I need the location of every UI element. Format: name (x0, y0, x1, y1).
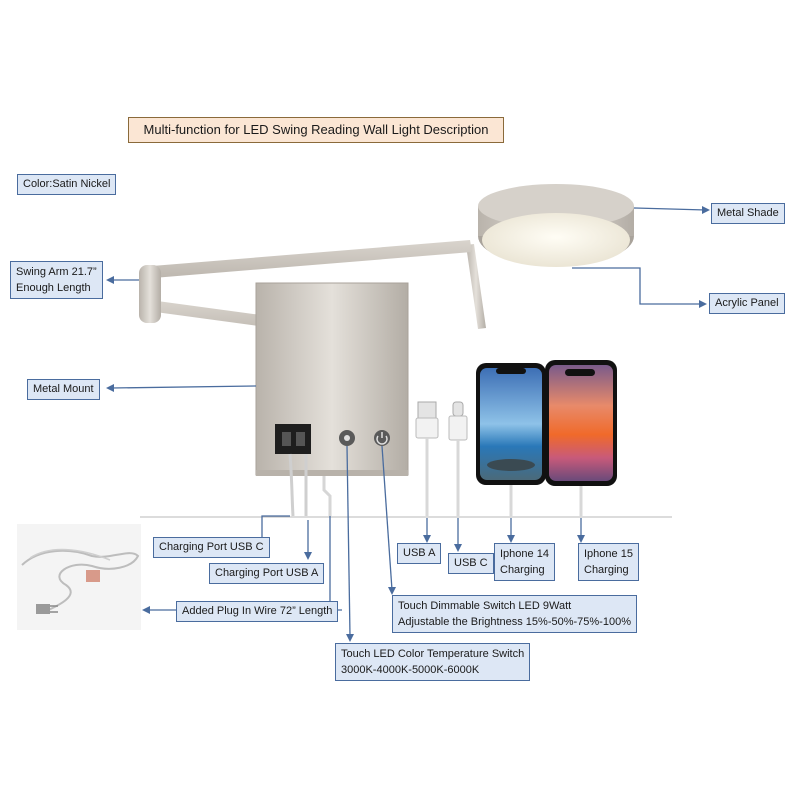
dimmer-switch-label: Touch Dimmable Switch LED 9Watt Adjustab… (392, 595, 637, 633)
metal-mount-label: Metal Mount (27, 379, 100, 400)
dimmer-switch-label-line2: Adjustable the Brightness 15%-50%-75%-10… (398, 616, 631, 628)
plug-wire-label: Added Plug In Wire 72” Length (176, 601, 339, 622)
usb-a-port-label: Charging Port USB A (209, 563, 325, 584)
swing-arm-label-line2: Enough Length (16, 282, 91, 294)
dimmer-switch-label-line1: Touch Dimmable Switch LED 9Watt (398, 600, 572, 612)
iphone15-label: Iphone 15 Charging (578, 543, 639, 581)
iphone-15 (545, 360, 617, 516)
iphone15-label-line1: Iphone 15 (584, 548, 633, 560)
iphone14-label-line1: Iphone 14 (500, 548, 549, 560)
color-label: Color:Satin Nickel (17, 174, 117, 195)
usb-c-port-label: Charging Port USB C (153, 537, 270, 558)
usb-c-label: USB C (448, 553, 494, 574)
swing-arm-label: Swing Arm 21.7” Enough Length (10, 261, 103, 299)
color-temp-switch-label: Touch LED Color Temperature Switch 3000K… (335, 643, 531, 681)
power-cord (322, 476, 332, 516)
usb-port-block (275, 424, 311, 454)
plug-wire-photo (17, 524, 141, 630)
iphone15-label-line2: Charging (584, 564, 629, 576)
metal-mount (255, 282, 409, 476)
acrylic-panel (482, 213, 630, 267)
shade-bracket (466, 244, 486, 329)
acrylic-panel-label: Acrylic Panel (709, 293, 785, 314)
iphone14-label-line2: Charging (500, 564, 545, 576)
usb-a-label: USB A (397, 543, 442, 564)
iphone14-label: Iphone 14 Charging (494, 543, 555, 581)
usb-a-cable (415, 401, 439, 516)
usb-c-cable (448, 401, 468, 516)
iphone-14 (476, 363, 546, 516)
color-temp-switch-label-line1: Touch LED Color Temperature Switch (341, 648, 525, 660)
metal-shade-label: Metal Shade (711, 203, 785, 224)
swing-arm-label-line1: Swing Arm 21.7” (16, 266, 97, 278)
page-title: Multi-function for LED Swing Reading Wal… (128, 117, 504, 143)
cord-usb-c (288, 453, 295, 517)
color-temp-switch-label-line2: 3000K-4000K-5000K-6000K (341, 664, 480, 676)
